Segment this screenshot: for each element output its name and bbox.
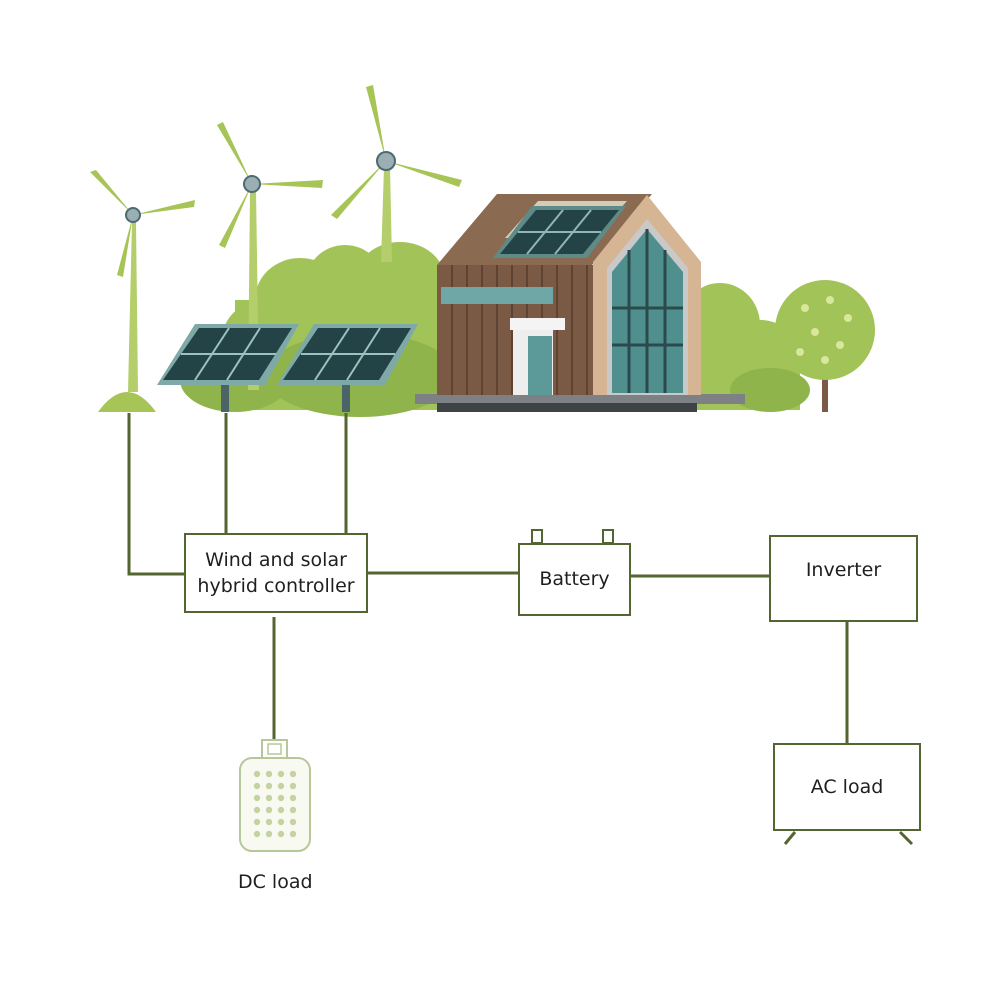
dc-load-dot xyxy=(253,770,261,778)
dc-load-dot xyxy=(289,794,297,802)
dc-load-dot xyxy=(253,794,261,802)
controller-label-line2: hybrid controller xyxy=(197,575,355,597)
dc-load-dot xyxy=(277,818,285,826)
dc-load-label: DC load xyxy=(238,871,313,893)
dc-load-dot xyxy=(277,830,285,838)
dc-load-dot xyxy=(265,830,273,838)
dc-load-dot xyxy=(265,794,273,802)
dc-load-dot xyxy=(253,830,261,838)
ac-load-box: AC load xyxy=(773,743,921,831)
dc-load-dot xyxy=(253,806,261,814)
house-icon xyxy=(415,194,745,412)
dc-load-dot xyxy=(253,782,261,790)
inverter-label: Inverter xyxy=(805,559,882,581)
solar-panel-icon xyxy=(277,324,418,412)
solar-panel-icon xyxy=(157,324,299,412)
ac-load-label: AC load xyxy=(810,775,884,798)
wind-turbine-icon xyxy=(90,170,195,412)
inverter-box: Inverter xyxy=(769,535,918,622)
dc-load-dot xyxy=(289,770,297,778)
dc-load-dot xyxy=(265,782,273,790)
controller-label-line1: Wind and solar xyxy=(205,548,347,571)
dc-load-dot xyxy=(277,770,285,778)
solar-panel-icon xyxy=(493,206,626,258)
dc-load-dot xyxy=(277,794,285,802)
dc-load-dot xyxy=(289,782,297,790)
hybrid-controller-box: Wind and solar hybrid controller xyxy=(184,533,368,613)
dc-load-dot xyxy=(265,806,273,814)
dc-load-dot xyxy=(265,818,273,826)
dc-load-device-icon xyxy=(239,739,311,852)
battery-box: Battery xyxy=(518,543,631,616)
dc-load-dot xyxy=(289,818,297,826)
wind-turbine-icon xyxy=(331,85,462,262)
dc-load-dot xyxy=(289,830,297,838)
dc-load-dot xyxy=(277,782,285,790)
tree-icon xyxy=(775,280,875,412)
battery-label: Battery xyxy=(539,568,610,591)
tv-stand-icon xyxy=(783,830,914,846)
battery-terminal-icon xyxy=(531,529,614,544)
dc-load-dot xyxy=(289,806,297,814)
dc-load-dot xyxy=(265,770,273,778)
dc-load-dot xyxy=(253,818,261,826)
wiring xyxy=(127,413,849,744)
dc-load-dot xyxy=(277,806,285,814)
